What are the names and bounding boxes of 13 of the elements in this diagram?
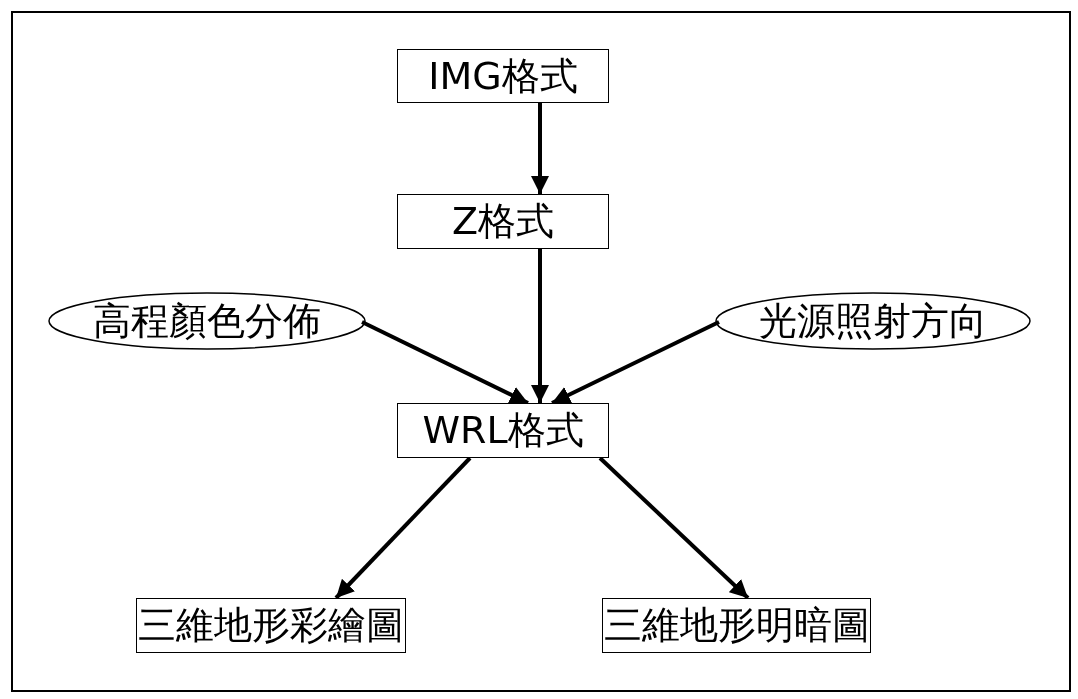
arrow [361,320,529,405]
ellipse-node: 光源照射方向 [715,292,1031,350]
ellipse-node: 高程顏色分佈 [48,292,366,350]
arrow [334,456,472,600]
process-box: 三維地形彩繪圖 [136,598,406,653]
process-box: IMG格式 [397,49,609,103]
process-box: 三維地形明暗圖 [602,598,871,653]
arrow [531,103,549,194]
arrow [551,320,720,405]
arrow [598,456,750,600]
arrow [531,249,549,403]
process-box: WRL格式 [397,403,609,458]
process-box: Z格式 [397,194,609,249]
